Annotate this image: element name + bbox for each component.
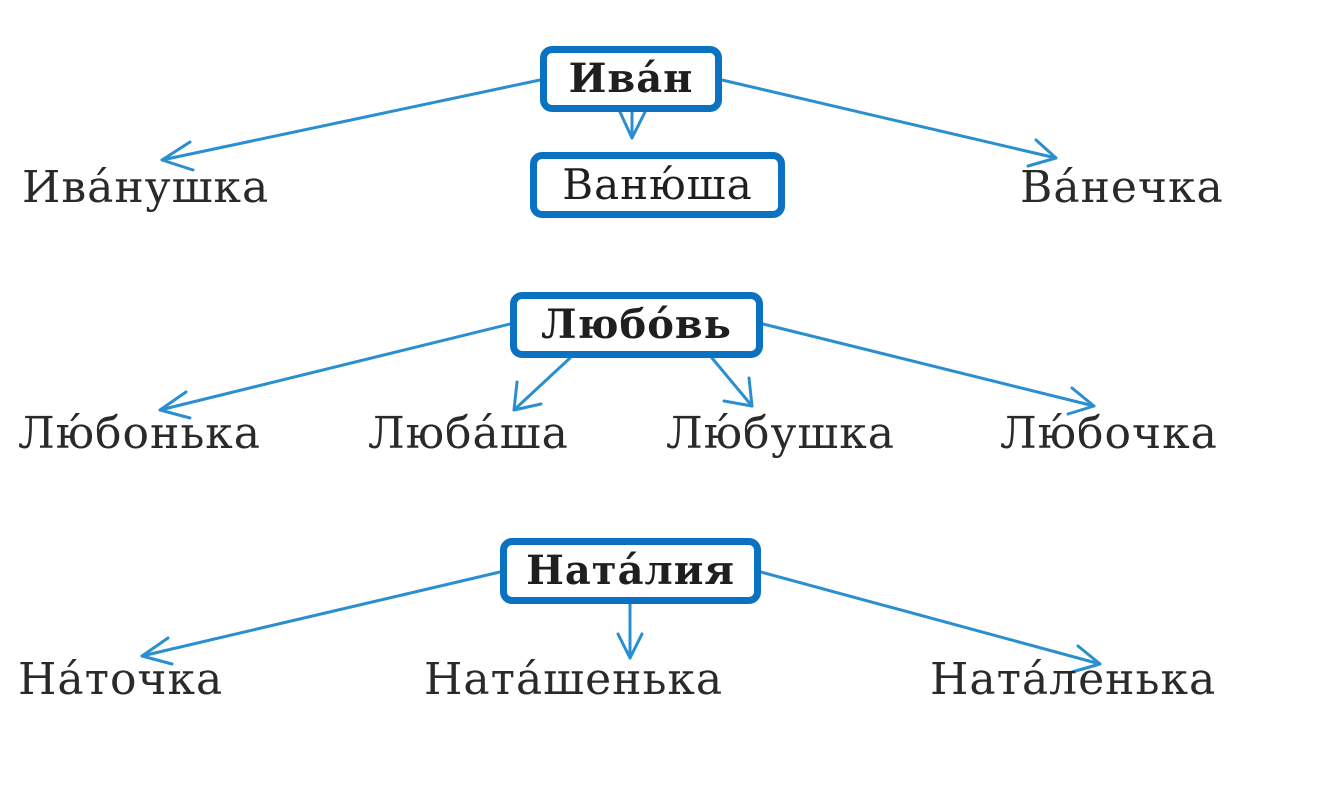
arrow-natalia-to-natochka bbox=[140, 570, 502, 666]
derived-word: Ваню́ша bbox=[562, 160, 753, 209]
root-box-ivan: Ива́н bbox=[540, 46, 722, 112]
arrow-lyubov-to-lyubushka bbox=[710, 356, 754, 408]
root-label: Ната́лия bbox=[526, 547, 735, 594]
root-label: Любо́вь bbox=[541, 301, 732, 348]
root-box-lyubov: Любо́вь bbox=[510, 292, 763, 358]
root-box-natalia: Ната́лия bbox=[500, 538, 761, 604]
derived-word: На́точка bbox=[18, 654, 224, 705]
root-label: Ива́н bbox=[568, 55, 694, 102]
arrow-natalia-to-natashenka bbox=[616, 602, 644, 660]
derived-word: Ива́нушка bbox=[22, 162, 270, 213]
derived-word: Ва́нечка bbox=[1020, 162, 1224, 213]
derived-word: Лю́бонька bbox=[18, 408, 262, 459]
arrow-lyubov-to-lyubasha bbox=[512, 356, 572, 412]
arrow-lyubov-to-lyubochka bbox=[761, 322, 1096, 416]
arrow-lyubov-to-lyubonka bbox=[158, 322, 512, 420]
arrow-ivan-to-vanyusha bbox=[618, 110, 647, 140]
derived-word: Лю́бочка bbox=[1000, 408, 1218, 459]
derived-word: Лю́бушка bbox=[666, 408, 896, 459]
derived-word: Люба́ша bbox=[368, 408, 569, 459]
derived-word: Ната́ленька bbox=[930, 654, 1217, 705]
arrow-ivan-to-ivanushka bbox=[160, 78, 542, 172]
highlighted-box-vanyusha: Ваню́ша bbox=[530, 152, 785, 218]
derived-word: Ната́шенька bbox=[424, 654, 724, 705]
